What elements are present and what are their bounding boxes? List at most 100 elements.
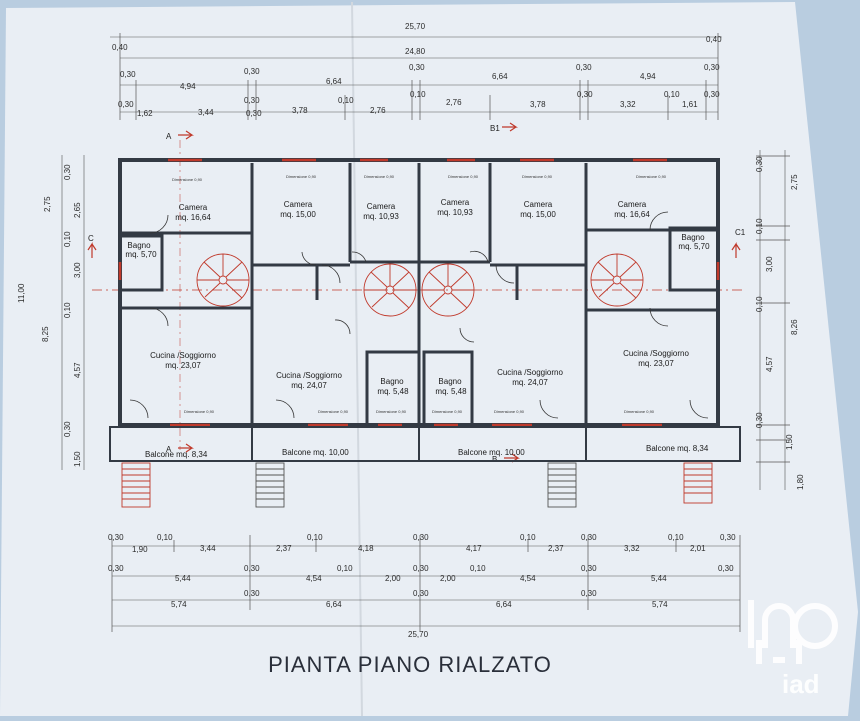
dim-bottom-r1: 0,30 [720, 533, 736, 542]
dim-bottom-r2: 2,00 [385, 574, 401, 583]
exterior-steps [121, 462, 713, 508]
dim-bottom-r1: 0,10 [520, 533, 536, 542]
room-name: Bagno [438, 377, 462, 386]
steps-4 [683, 462, 713, 504]
dim-left: 2,75 [43, 196, 52, 212]
dim-left: 2,65 [73, 202, 82, 218]
window-note: Dimensione 0,90 [286, 174, 317, 179]
dim-bottom-r1: 0,10 [307, 533, 323, 542]
dim-top-r4: 0,30 [704, 90, 720, 99]
room-name: Camera [524, 200, 553, 209]
dim-bottom-total: 25,70 [408, 630, 429, 639]
room-name: Cucina /Soggiorno [497, 368, 563, 377]
dim-bottom-r1: 2,37 [276, 544, 292, 553]
logo-container: iad [742, 595, 852, 710]
dim-bottom-r3: 6,64 [496, 600, 512, 609]
dim-bottom-r2: 5,44 [175, 574, 191, 583]
window-note: Dimensione 0,90 [636, 174, 667, 179]
dim-top-total: 25,70 [405, 22, 426, 31]
section-markers: A A B1 B C C1 [87, 122, 746, 464]
room-area: mq. 5,48 [435, 387, 467, 396]
room-name: Bagno [681, 233, 705, 242]
dim-top-r4: 0,10 [338, 96, 354, 105]
section-a-bottom: A [166, 445, 172, 454]
dim-bottom-r2: 0,30 [581, 564, 597, 573]
dim-top-r3: 6,64 [492, 72, 508, 81]
window-note: Dimensione 0,90 [448, 174, 479, 179]
dim-bottom-r1: 0,10 [157, 533, 173, 542]
dim-top-r4: 3,44 [198, 108, 214, 117]
dim-right: 1,50 [785, 434, 794, 450]
dim-right: 0,30 [755, 412, 764, 428]
dim-left: 0,10 [63, 231, 72, 247]
room-area: mq. 24,07 [291, 381, 327, 390]
room-name: Camera [284, 200, 313, 209]
top-dimensions: 25,70 0,40 0,40 24,80 0,30 4,94 0,30 6,6… [110, 22, 722, 120]
window-note: Dimensione 0,90 [494, 409, 525, 414]
door-swings [129, 211, 709, 419]
spiral-stair-4 [590, 253, 644, 307]
room-name: Bagno [127, 241, 151, 250]
room-name: Bagno [380, 377, 404, 386]
room-name: Cucina /Soggiorno [150, 351, 216, 360]
room-labels: Camera mq. 16,64 Camera mq. 15,00 Camera… [125, 198, 710, 396]
dim-top-r3: 6,64 [326, 77, 342, 86]
dim-left: 4,57 [73, 362, 82, 378]
bottom-dimensions: 0,30 1,90 0,10 3,44 2,37 0,10 4,18 0,30 … [108, 533, 741, 639]
dim-top-r4: 3,78 [292, 106, 308, 115]
balcony-band: Balcone mq. 8,34 Balcone mq. 10,00 Balco… [109, 426, 741, 462]
balcony-label: Balcone mq. 8,34 [646, 444, 709, 453]
dim-left: 8,25 [41, 326, 50, 342]
dim-bottom-r1: 3,32 [624, 544, 640, 553]
dim-right: 0,30 [755, 156, 764, 172]
room-area: mq. 23,07 [638, 359, 674, 368]
dim-bottom-r2: 5,44 [651, 574, 667, 583]
dim-left: 1,50 [73, 451, 82, 467]
dim-top-r4: 3,78 [530, 100, 546, 109]
dim-bottom-r2: 0,30 [108, 564, 124, 573]
dim-bottom-r1: 0,30 [413, 533, 429, 542]
section-b1-top: B1 [490, 124, 500, 133]
room-name: Camera [367, 202, 396, 211]
dim-left: 0,10 [63, 302, 72, 318]
dim-bottom-r1: 2,01 [690, 544, 706, 553]
window-note: Dimensione 0,90 [522, 174, 553, 179]
balcony-label: Balcone mq. 10,00 [458, 448, 525, 457]
dim-top-outer-right: 0,40 [706, 35, 722, 44]
balcony-label: Balcone mq. 10,00 [282, 448, 349, 457]
dim-top-r3: 0,30 [576, 63, 592, 72]
dim-top-r4: 1,61 [682, 100, 698, 109]
section-a-top: A [166, 132, 172, 141]
room-area: mq. 24,07 [512, 378, 548, 387]
dim-bottom-r2: 4,54 [520, 574, 536, 583]
dim-top-r3: 0,30 [244, 67, 260, 76]
dim-left: 3,00 [73, 262, 82, 278]
dim-right: 1,80 [796, 474, 805, 490]
window-note: Dimensione 0,90 [364, 174, 395, 179]
dim-right: 0,10 [755, 296, 764, 312]
window-note: Dimensione 0,90 [624, 409, 655, 414]
dim-bottom-r2: 0,30 [244, 564, 260, 573]
dim-top-r4: 2,76 [446, 98, 462, 107]
room-area: mq. 15,00 [520, 210, 556, 219]
window-note: Dimensione 0,90 [172, 177, 203, 182]
dim-top-r3: 0,30 [704, 63, 720, 72]
room-area: mq. 5,48 [377, 387, 409, 396]
room-area: mq. 15,00 [280, 210, 316, 219]
window-note: Dimensione 0,90 [432, 409, 463, 414]
dim-top-r3: 4,94 [640, 72, 656, 81]
room-name: Camera [441, 198, 470, 207]
dim-bottom-r2: 0,30 [718, 564, 734, 573]
steps-1 [121, 462, 151, 508]
dim-top-r4: 0,30 [118, 100, 134, 109]
steps-2 [255, 462, 285, 508]
dim-bottom-r2: 2,00 [440, 574, 456, 583]
plan-title: PIANTA PIANO RIALZATO [268, 652, 552, 677]
spiral-stairs [196, 253, 644, 317]
room-area: mq. 10,93 [437, 208, 473, 217]
dim-top-r4: 3,32 [620, 100, 636, 109]
dim-right: 2,75 [790, 174, 799, 190]
